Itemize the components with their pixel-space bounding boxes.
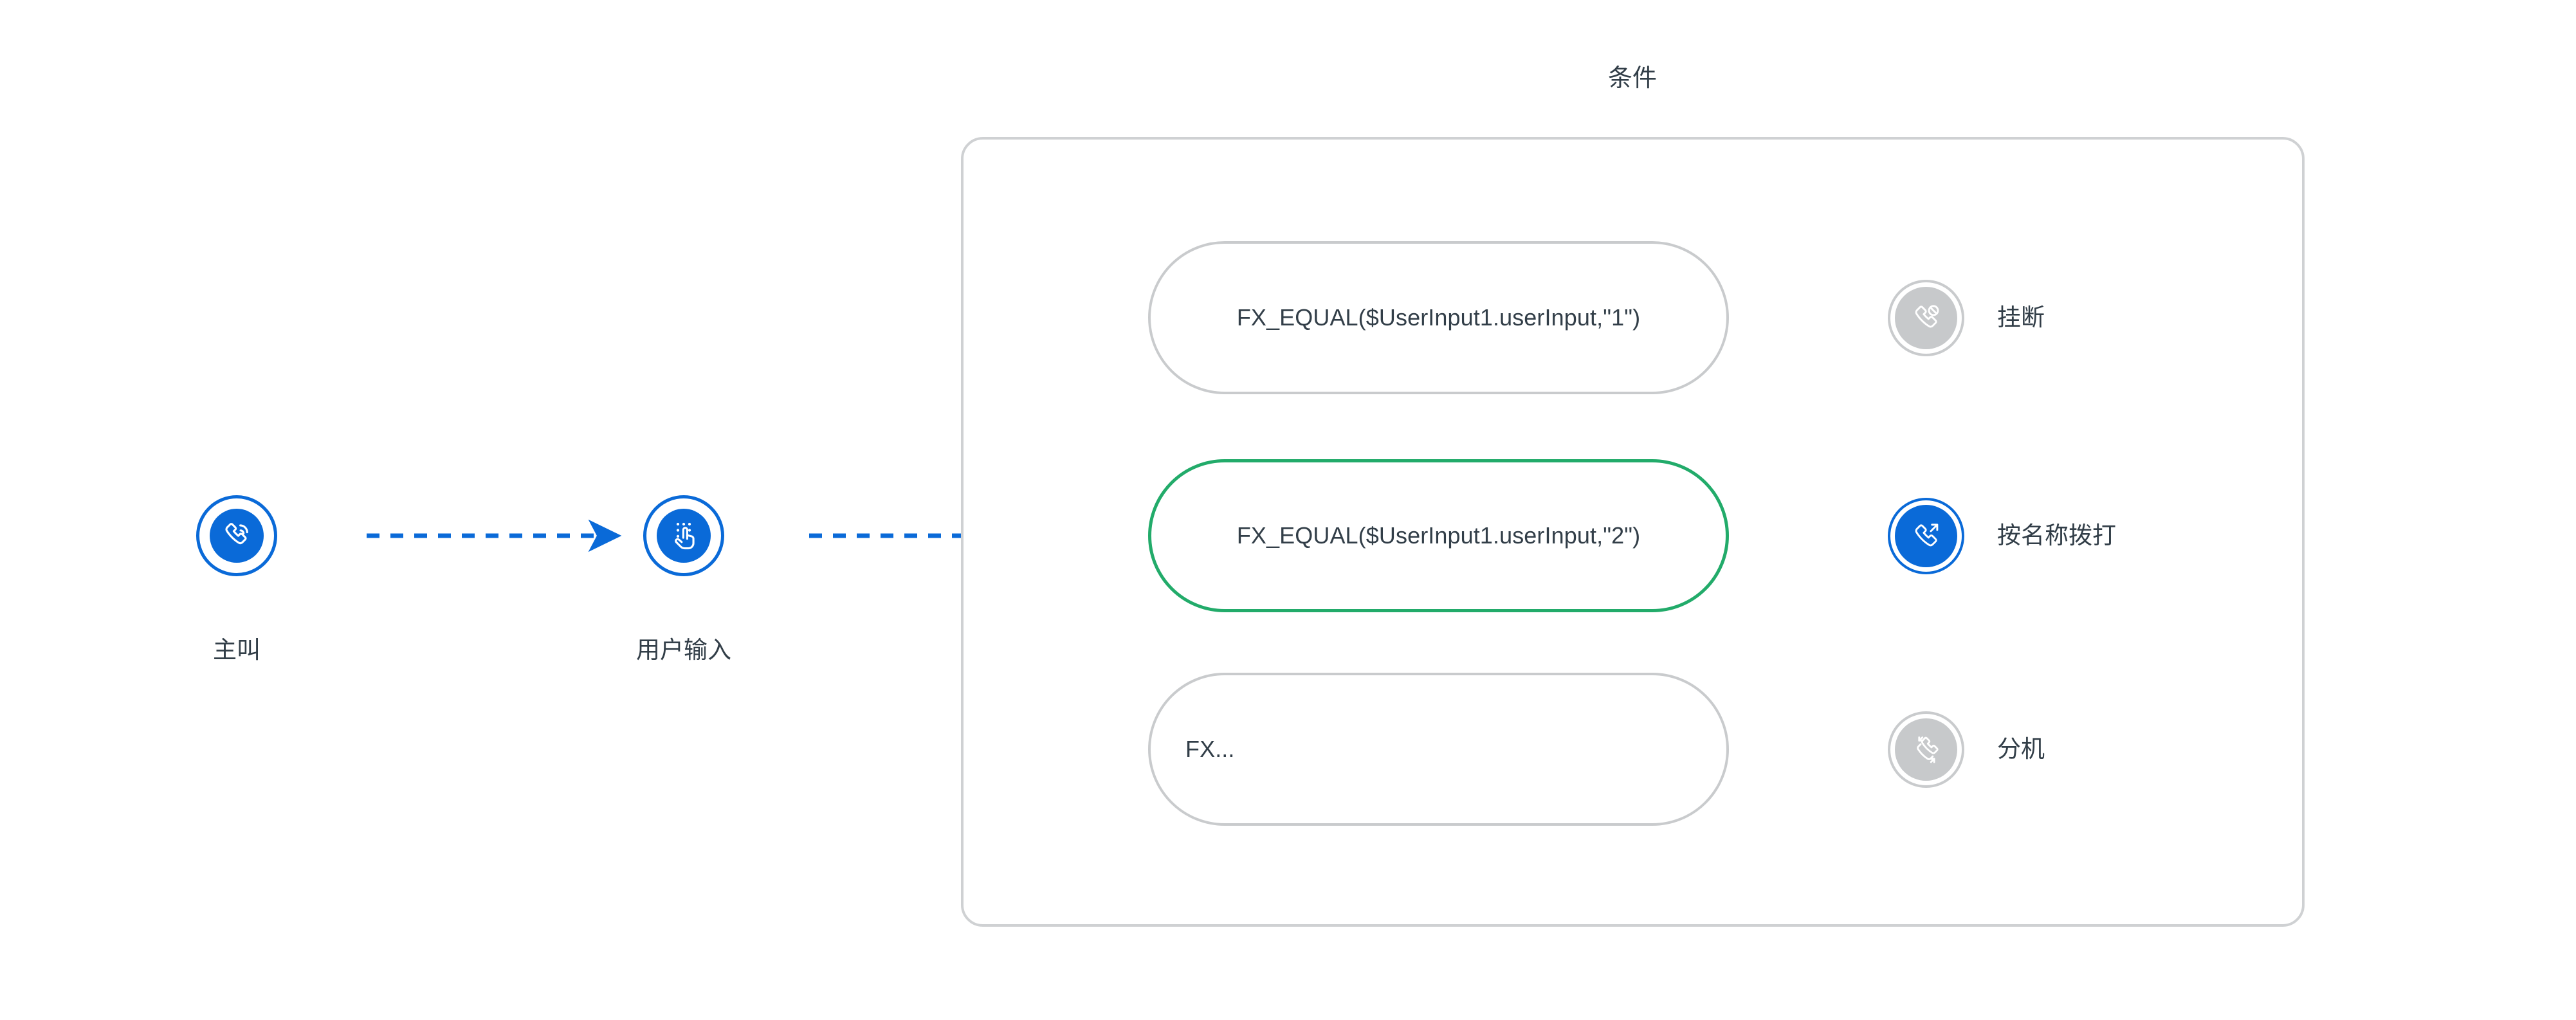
outgoing-call-icon (1915, 523, 1938, 546)
node-hangup-label: 挂断 (1997, 304, 2045, 331)
condition-expression-3: FX... (1185, 736, 1235, 763)
call-transfer-icon (1916, 736, 1939, 763)
node-dial-by-name-label: 按名称拨打 (1997, 522, 2116, 549)
condition-expression-1: FX_EQUAL($UserInput1.userInput,"1") (1236, 304, 1641, 331)
node-hangup-disc (1895, 287, 1957, 349)
node-caller-disc (210, 509, 264, 563)
condition-pill-1[interactable]: FX_EQUAL($UserInput1.userInput,"1") (1148, 241, 1729, 394)
condition-pill-3[interactable]: FX... (1148, 673, 1729, 826)
node-dial-by-name-disc (1895, 505, 1957, 567)
node-dial-by-name[interactable] (1888, 498, 1964, 574)
node-hangup[interactable] (1888, 280, 1964, 356)
call-end-icon (1915, 304, 1939, 327)
node-extension-label: 分机 (1997, 736, 2045, 762)
incoming-call-icon (225, 523, 248, 545)
condition-group-title: 条件 (1607, 65, 1658, 92)
dialpad-touch-icon (675, 522, 695, 550)
node-user-input-label: 用户输入 (636, 637, 731, 663)
node-user-input[interactable] (643, 495, 724, 576)
condition-pill-2[interactable]: FX_EQUAL($UserInput1.userInput,"2") (1148, 459, 1729, 612)
condition-expression-2: FX_EQUAL($UserInput1.userInput,"2") (1236, 522, 1641, 549)
node-extension-disc (1895, 718, 1957, 781)
node-extension[interactable] (1888, 711, 1964, 788)
node-caller[interactable] (196, 495, 277, 576)
node-caller-label: 主叫 (213, 637, 260, 663)
node-user-input-disc (657, 509, 711, 563)
